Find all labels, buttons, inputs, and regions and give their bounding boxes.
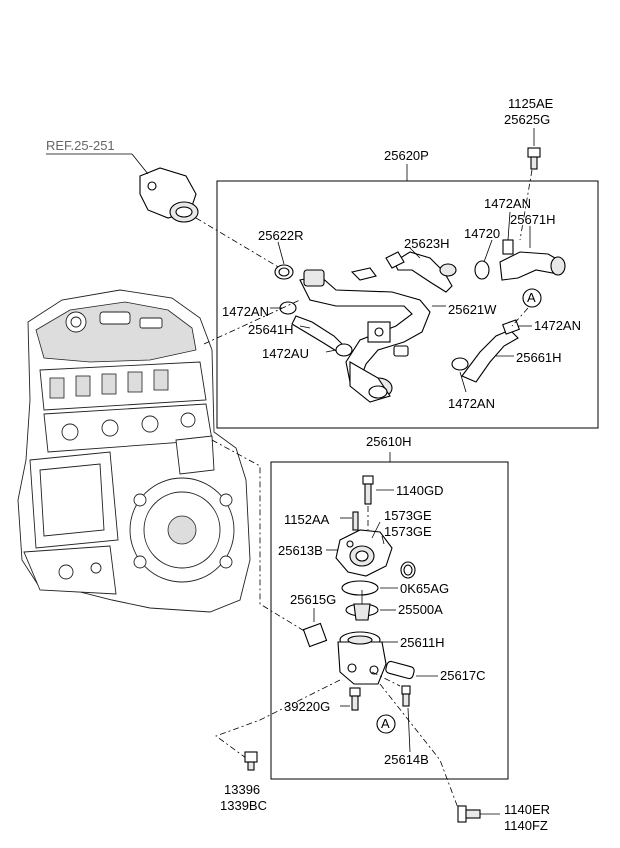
label-1573GE-a: 1573GE (384, 508, 432, 523)
engine-block-illustration (17, 289, 251, 613)
label-25614B: 25614B (384, 752, 429, 767)
label-0K65AG: 0K65AG (400, 581, 449, 596)
ref-housing-part (139, 167, 199, 223)
pipe-25617C (385, 660, 415, 680)
gasket-25615G (302, 622, 328, 648)
hose-25671H (499, 251, 566, 281)
label-25613B: 25613B (278, 543, 323, 558)
label-1573GE-b: 1573GE (384, 524, 432, 539)
clamp-1472AN-top (502, 239, 514, 255)
clamp-1472AN-bottom (451, 357, 469, 371)
bolt-1140ER (457, 805, 481, 823)
label-25641H: 25641H (248, 322, 294, 337)
label-marker-a-bottom: A (381, 716, 390, 731)
label-1125AE: 1125AE (508, 96, 554, 111)
label-1140GD: 1140GD (396, 483, 443, 498)
hose-25661H (461, 319, 520, 383)
bolt-13396 (244, 751, 258, 771)
label-25623H: 25623H (404, 236, 450, 251)
label-1152AA: 1152AA (284, 512, 330, 527)
stud-1152AA (352, 511, 359, 531)
label-1140ER: 1140ER (504, 802, 550, 817)
label-1140FZ: 1140FZ (504, 818, 548, 833)
top-bolt (527, 147, 541, 170)
label-25625G: 25625G (504, 112, 550, 127)
label-25500A: 25500A (398, 602, 443, 617)
label-25617C: 25617C (440, 668, 486, 683)
thermostat-assembly-box (270, 461, 509, 780)
label-1472AU: 1472AU (262, 346, 309, 361)
gasket-0K65AG (341, 580, 379, 596)
fitting-25614B (401, 685, 411, 707)
thermostat-25500A (345, 590, 379, 621)
hose-assembly-box (216, 180, 599, 429)
label-marker-a-top: A (527, 290, 536, 305)
label-1472AN-d: 1472AN (448, 396, 495, 411)
hose-25623H (385, 251, 457, 293)
label-14720: 14720 (464, 226, 500, 241)
label-1472AN-a: 1472AN (484, 196, 531, 211)
label-1339BC: 1339BC (220, 798, 267, 813)
clamp-1472AU (335, 343, 353, 357)
marker-a-top (522, 288, 542, 308)
label-1472AN-b: 1472AN (222, 304, 269, 319)
label-25622R: 25622R (258, 228, 304, 243)
label-1472AN-c: 1472AN (534, 318, 581, 333)
housing-25611H (337, 631, 387, 685)
label-25621W: 25621W (448, 302, 497, 317)
label-25661H: 25661H (516, 350, 562, 365)
clamp-14720 (474, 260, 490, 280)
label-13396: 13396 (224, 782, 260, 797)
label-39220G: 39220G (284, 699, 330, 714)
marker-a-bottom (376, 714, 396, 734)
label-25610H: 25610H (366, 434, 412, 449)
label-25615G: 25615G (290, 592, 336, 607)
coolant-pipe-25621W (299, 269, 431, 403)
bolt-1140GD (362, 475, 374, 505)
label-25671H: 25671H (510, 212, 556, 227)
label-25620P: 25620P (384, 148, 429, 163)
label-25611H: 25611H (400, 635, 445, 650)
housing-25613B (335, 529, 393, 577)
sensor-39220G (349, 687, 361, 711)
label-ref: REF.25-251 (46, 138, 115, 153)
